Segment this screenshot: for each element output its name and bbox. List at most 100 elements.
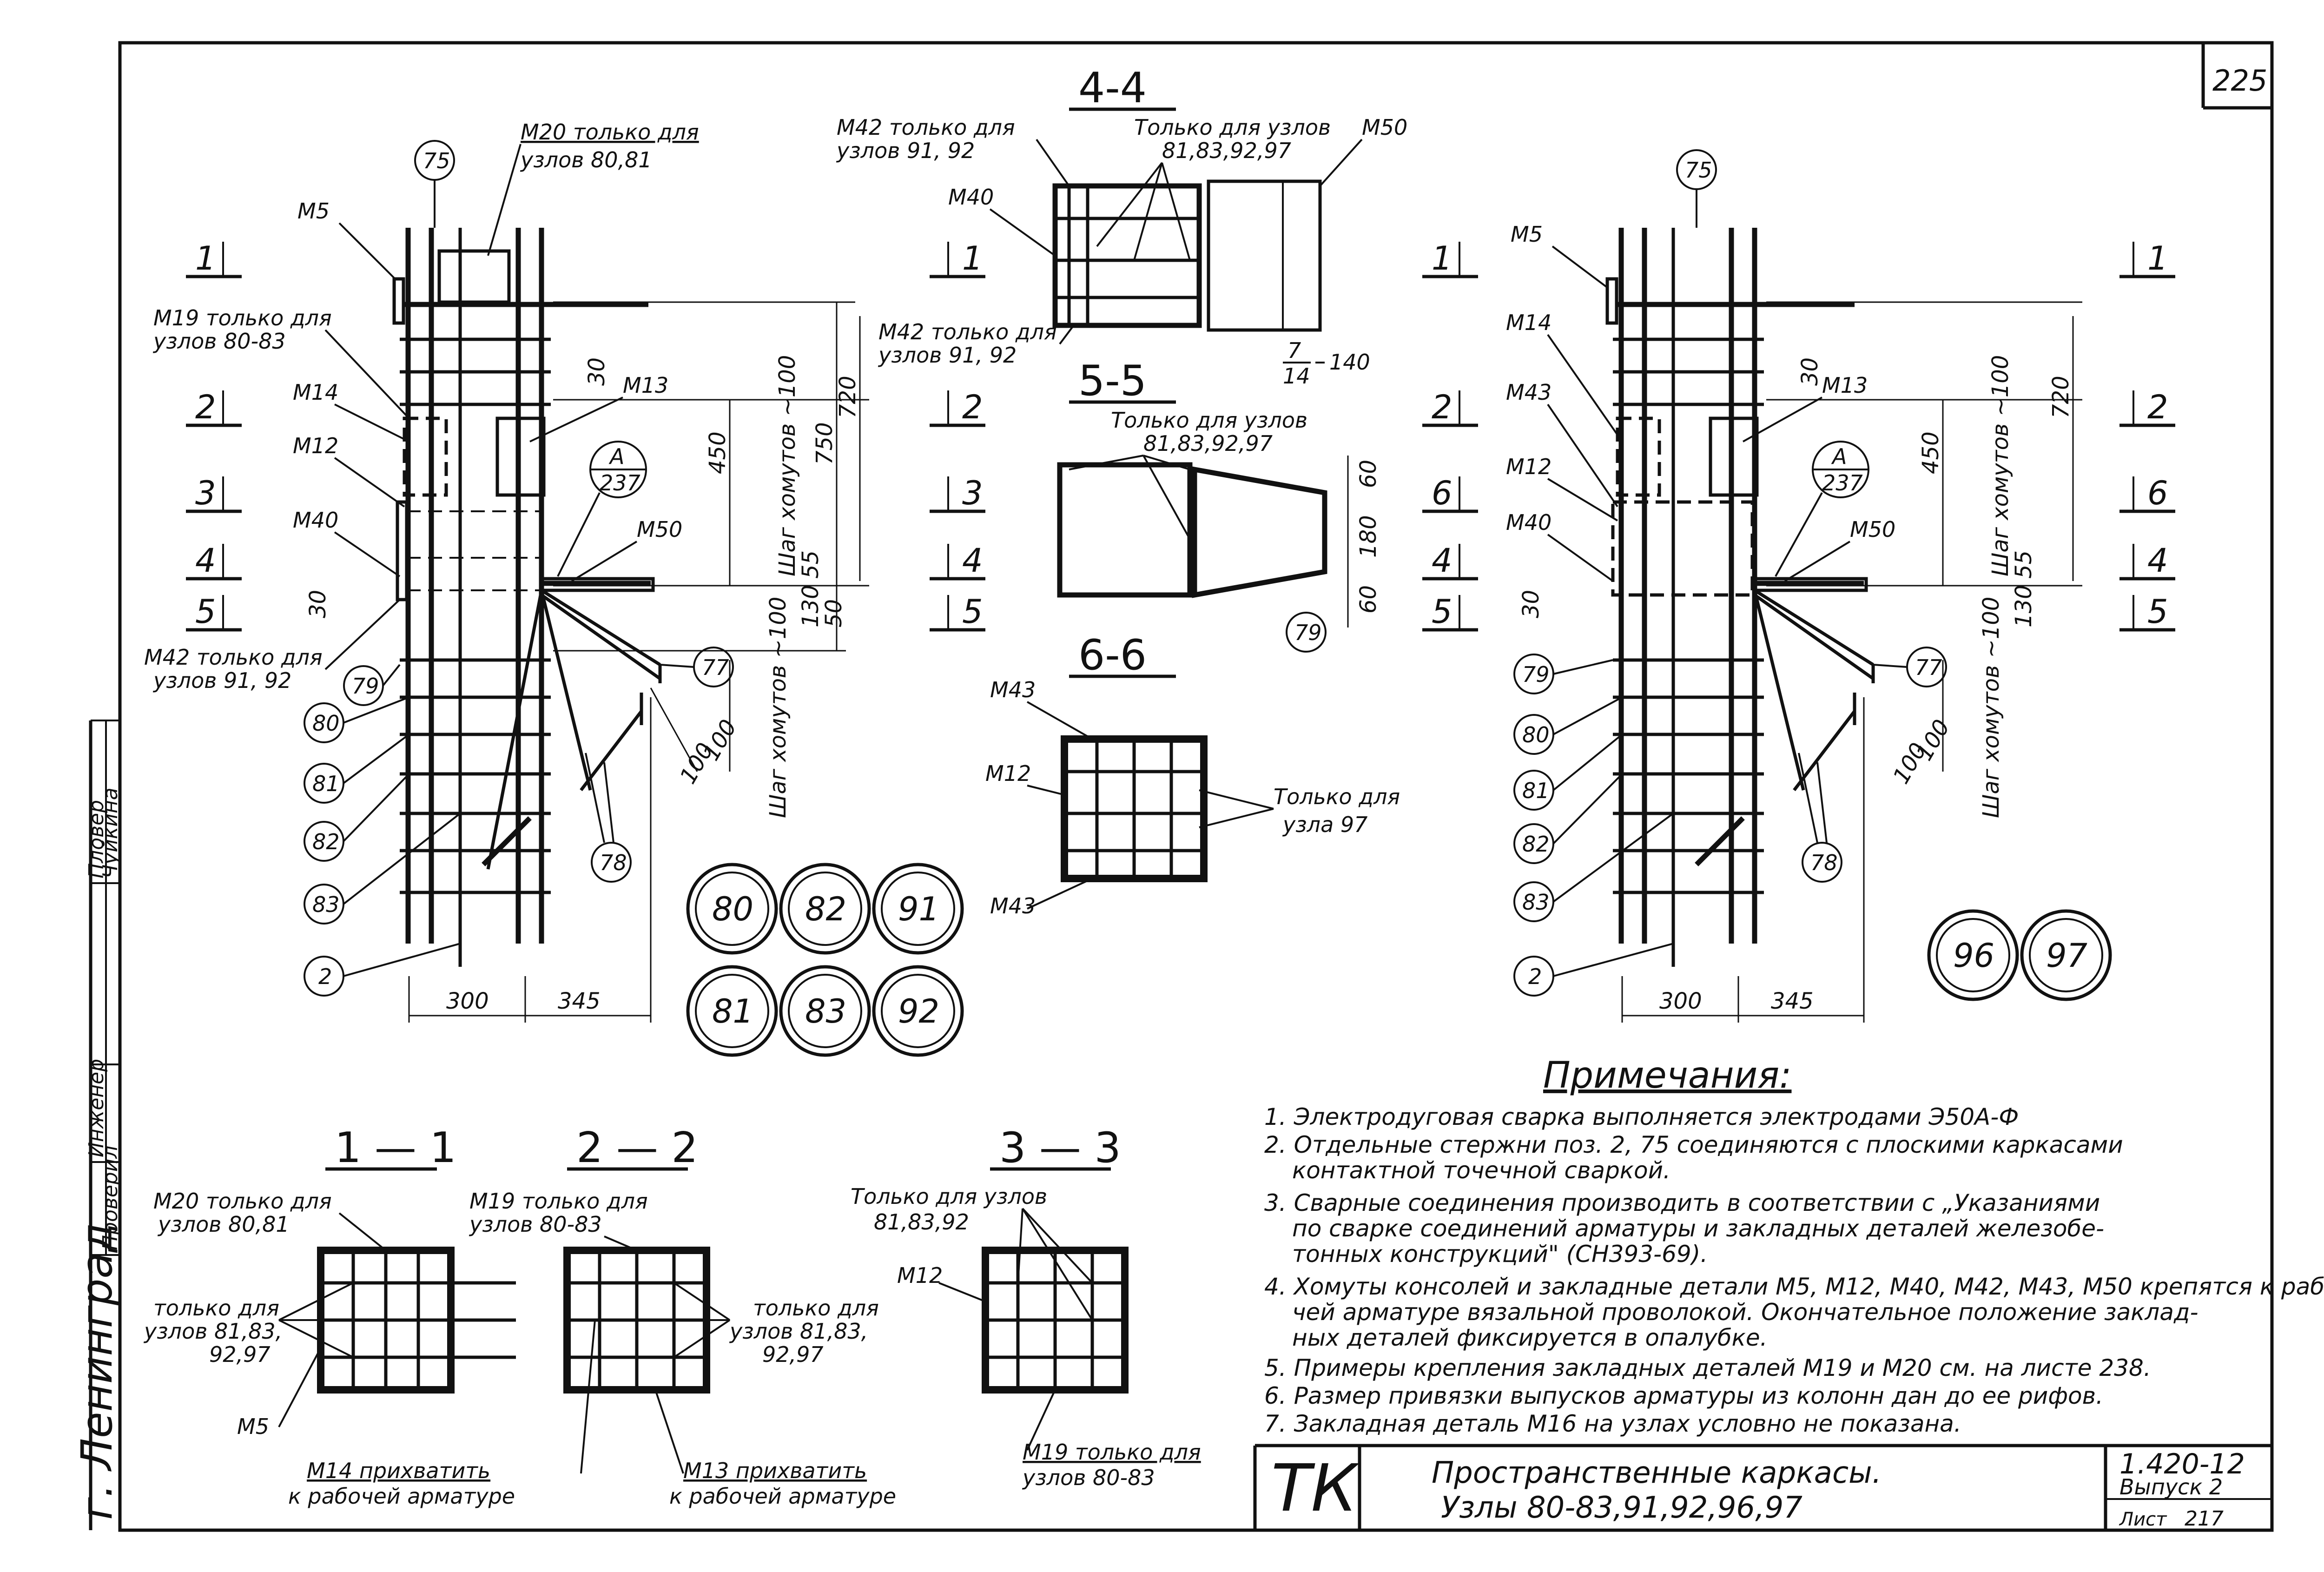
drawing-label: 92 <box>898 992 939 1030</box>
drawing-label: 77 <box>1915 655 1942 680</box>
drawing-label: М43 <box>990 893 1036 918</box>
note-line: по сварке соединений арматуры и закладны… <box>1292 1215 2104 1242</box>
drawing-label: М43 <box>1506 380 1552 405</box>
dim-450-left: 450 <box>705 431 731 474</box>
callout-a237-left: А 237 <box>557 441 647 577</box>
drawing-label: узла 97 <box>1282 812 1367 837</box>
dim-130-left: 130 <box>798 585 824 627</box>
drawing-label: 180 <box>1355 515 1381 558</box>
drawing-label: к рабочей арматуре <box>669 1484 896 1509</box>
label-m20-a: М20 только для <box>521 119 699 145</box>
drawing-label: 6 <box>2147 474 2168 512</box>
drawing-label: 4 <box>2147 542 2168 580</box>
drawing-label: 83 <box>1522 890 1550 915</box>
drawing-label: М12 <box>985 761 1031 786</box>
note-line: 4. Хомуты консолей и закладные детали М5… <box>1264 1273 2324 1300</box>
pos-82-right: 82 <box>1513 773 1623 864</box>
drawing-label: 55 <box>2011 550 2037 579</box>
callout-a237-right: А 237 <box>1775 441 1869 577</box>
drawing-label: 450 <box>1918 431 1944 474</box>
dim-55-left: 55 <box>798 550 824 579</box>
drawing-label: узлов 81,83, <box>729 1319 868 1344</box>
note-line: 7. Закладная деталь М16 на узлах условно… <box>1264 1410 1961 1437</box>
node-badge: 96 <box>1927 909 2019 1001</box>
dim-750-left: 750 <box>812 422 838 465</box>
drawing-label: 140 <box>1329 350 1370 375</box>
note-line: ных деталей фиксируется в опалубке. <box>1292 1324 1768 1351</box>
pos-80-right: 80 <box>1513 696 1623 755</box>
drawing-label: 92,97 <box>762 1342 824 1367</box>
pos-79-left: 79 <box>343 664 401 706</box>
drawing-label: узлов 80-83 <box>469 1212 602 1237</box>
pos-83-right: 83 <box>1513 812 1674 922</box>
drawing-label: 82 <box>312 829 340 854</box>
left-elevation-texts: 300 345 720 750 450 30 55 130 50 30 100 … <box>144 119 861 1014</box>
drawing-label: М14 прихватить <box>307 1458 490 1483</box>
drawing-label: 81 <box>1522 778 1550 803</box>
pos-78-right: 78 <box>1798 753 1842 883</box>
section-3-3: 3 — 3 Только для узлов 81,83,92 М12 М19 … <box>851 1123 1201 1490</box>
drawing-label: 130 <box>2011 585 2037 627</box>
drawing-label: 30 <box>1797 357 1823 386</box>
drawing-label: М13 <box>1822 373 1868 398</box>
drawing-label: 80 <box>312 711 340 736</box>
drawing-label: Только для узлов <box>1111 408 1307 433</box>
dim-50-left: 50 <box>821 599 847 627</box>
cut-marks-left: 1 2 3 4 5 <box>186 239 242 632</box>
drawing-label: М5 <box>237 1414 269 1439</box>
drawing-label: М42 только для <box>837 115 1015 140</box>
stamp-name-3: Чуйкина <box>99 787 122 878</box>
drawing-label: М19 только для <box>469 1189 648 1214</box>
title-block: ТК Пространственные каркасы. Узлы 80-83,… <box>1253 1444 2272 1531</box>
pos-80-left: 80 <box>304 696 409 743</box>
drawing-label: М12 <box>897 1263 943 1288</box>
drawing-label: 1 <box>2147 239 2168 277</box>
section-1-1: 1 — 1 М20 только для узлов 80,81 только … <box>143 1123 596 1509</box>
pos-77-right: 77 <box>1873 647 1947 687</box>
drawing-label: 81,83,92,97 <box>1143 431 1273 456</box>
drawing-label: 345 <box>1771 988 1814 1014</box>
note-line: 3. Сварные соединения производить в соот… <box>1264 1189 2100 1216</box>
stamp-role-2: Проверил <box>99 1145 122 1250</box>
pos-2-left: 2 <box>304 943 461 997</box>
node-badges-right: 96 97 <box>1927 909 2112 1001</box>
section-2-2: 2 — 2 М19 только для узлов 80-83 только … <box>469 1123 896 1509</box>
title-issue: Выпуск 2 <box>2119 1474 2223 1499</box>
note-line: 6. Размер привязки выпусков арматуры из … <box>1264 1382 2103 1409</box>
drawing-label: 300 <box>1659 988 1702 1014</box>
drawing-label: 720 <box>2048 376 2074 418</box>
drawing-label: 83 <box>312 892 340 917</box>
pos-77-left: 77 <box>660 647 734 687</box>
stamp-role-1: Инженер <box>85 1059 108 1157</box>
drawing-label: 2 <box>195 388 216 426</box>
sheet-frame: 2 2 5 <box>118 41 2274 1532</box>
node-badge: 80 <box>686 863 778 955</box>
pos-83-left: 83 <box>304 812 461 925</box>
drawing-label: Шаг хомутов ~100 <box>1987 355 2014 576</box>
node-badge: 81 <box>686 965 778 1057</box>
side-stamp: Пловер Чуйкина Инженер Проверил г. Ленин… <box>72 720 122 1530</box>
drawing-label: М50 <box>1850 517 1895 542</box>
section-title-5-5: 5-5 <box>1078 357 1147 405</box>
label-m50-left: М50 <box>637 517 682 542</box>
drawing-label: 80 <box>712 890 753 928</box>
drawing-label: 75 <box>1685 158 1712 183</box>
drawing-label: 83 <box>805 992 846 1030</box>
drawing-label: 3 <box>195 474 216 512</box>
stirrup-step-bottom-left: Шаг хомутов ~100 <box>765 597 791 818</box>
node-badge: 92 <box>872 965 964 1057</box>
page-number: 225 <box>2212 64 2267 98</box>
drawing-label: 81 <box>312 771 340 796</box>
drawing-label: М40 <box>1506 510 1552 535</box>
drawing-label: узлов 91, 92 <box>878 343 1017 368</box>
drawing-label: 60 <box>1355 585 1381 614</box>
drawing-label: М43 <box>990 677 1036 702</box>
stamp-role-3: Пловер <box>85 800 108 878</box>
drawing-label: Только для узлов <box>1134 115 1331 140</box>
drawing-label: 5 <box>195 593 216 631</box>
drawing-label: Только для узлов <box>851 1184 1047 1209</box>
drawing-label: 2 <box>2147 388 2168 426</box>
label-m42-a: М42 только для <box>144 645 323 670</box>
drawing-label: М12 <box>1506 454 1552 479</box>
dim-345-left: 345 <box>558 988 601 1014</box>
